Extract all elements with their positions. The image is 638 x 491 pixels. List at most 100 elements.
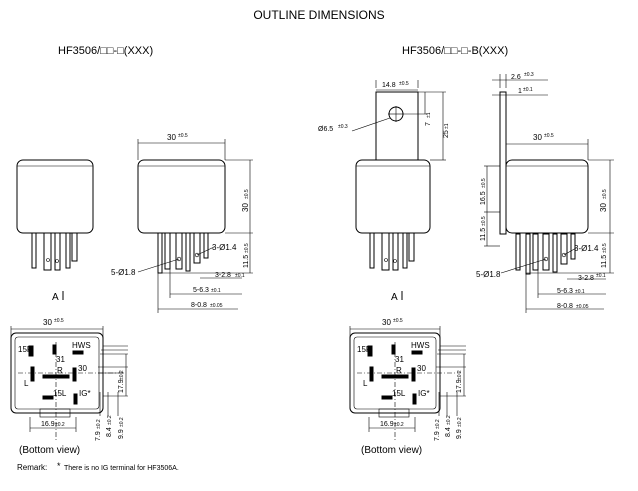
thick-value: 2.6: [511, 74, 521, 81]
bracket-7-value: 7: [425, 122, 432, 126]
dim-pin-length-tol: ±0.5: [244, 243, 250, 253]
bracket-hole-value: Ø6.5: [318, 126, 333, 133]
terminal-pin: [175, 232, 183, 270]
pin-hole: [384, 258, 388, 262]
dim-165-value: 16.5: [480, 191, 487, 205]
pin-hole: [176, 256, 182, 262]
terminal-pin: [402, 232, 408, 269]
thick-tol: ±0.3: [524, 72, 534, 78]
terminal-l: [369, 366, 374, 382]
terminal-r: [381, 374, 409, 379]
terminal-31: [52, 344, 57, 355]
right-model-label: HF3506/□□-□-B(XXX): [402, 45, 508, 57]
dim-pin-c: 5-6.3: [193, 287, 209, 294]
bottom-v2-value: 8.4: [106, 427, 113, 437]
right-front-view: 2.6 ±0.3 1 ±0.1 30 ±0.5 16.5 ±0.5 11.5 ±…: [476, 72, 614, 313]
bottom-v3-tol: ±0.2: [457, 417, 463, 427]
terminal-pin: [193, 232, 201, 264]
terminal-ig: [412, 393, 417, 405]
bottom-v3-tol: ±0.2: [119, 417, 125, 427]
dim-height-tol: ±0.5: [244, 189, 250, 199]
dim-pin-b: 3-2.8: [215, 272, 231, 279]
bottom-view-caption: (Bottom view): [19, 445, 80, 456]
offset-value: 1: [518, 88, 522, 95]
bracket-hole-tol: ±0.3: [338, 124, 348, 130]
bottom-v4-tol: ±0.2: [457, 370, 463, 380]
bottom-v1-value: 7.9: [95, 431, 102, 441]
terminal-r: [42, 374, 70, 379]
terminal-label: 15L: [392, 389, 406, 398]
terminal-label: L: [363, 379, 368, 388]
terminal-label: 30: [78, 364, 87, 373]
terminal-30: [72, 367, 77, 382]
dim-pin-a: 3-Ø1.4: [212, 243, 237, 252]
dim-hole: 5-Ø1.8: [476, 270, 501, 279]
drawing-title: OUTLINE DIMENSIONS: [253, 8, 384, 22]
dim-pin-b: 3-2.8: [578, 275, 594, 282]
terminal-pin: [525, 233, 531, 275]
leader-line: [196, 246, 215, 256]
dim-pin-length-left-tol: ±0.5: [481, 216, 487, 226]
dim-height-tol: ±0.5: [602, 189, 608, 199]
mounting-bracket: [375, 91, 419, 160]
bottom-v2-tol: ±0.2: [446, 415, 452, 425]
dim-width-tol: ±0.5: [178, 133, 188, 139]
terminal-label: IG*: [79, 389, 91, 398]
bottom-inner-value: 16.9: [41, 421, 55, 428]
dim-pin-length-left-value: 11.5: [480, 228, 487, 241]
bottom-v4-tol: ±0.2: [119, 370, 125, 380]
terminal-pin: [43, 232, 52, 271]
terminal-pin: [31, 232, 37, 269]
pin-hole: [194, 252, 200, 258]
terminal-pin: [570, 233, 576, 260]
dim-pin-d-tol: ±0.05: [576, 304, 589, 310]
bottom-v1-tol: ±0.2: [96, 419, 102, 429]
terminal-pin: [54, 232, 61, 271]
bottom-v1-tol: ±0.2: [435, 419, 441, 429]
dim-hole: 5-Ø1.8: [111, 268, 136, 277]
terminal-15r: [367, 345, 373, 357]
bottom-v2-tol: ±0.2: [107, 415, 113, 425]
bracket-w-tol: ±0.5: [399, 81, 409, 87]
bottom-tab: [39, 408, 71, 418]
dim-width-value: 30: [167, 133, 176, 142]
dim-pin-b-tol: ±0.1: [235, 273, 245, 279]
terminal-15r: [28, 345, 34, 357]
dim-pin-c-tol: ±0.1: [575, 289, 585, 295]
relay-body-side: [16, 159, 94, 234]
bottom-v4-value: 17.9: [456, 379, 463, 393]
terminal-hws: [72, 350, 84, 355]
view-a-label: A: [52, 292, 59, 303]
terminal-pin: [71, 232, 78, 262]
terminal-15l: [381, 395, 393, 400]
bottom-v4-value: 17.9: [118, 379, 125, 393]
terminal-label: 31: [395, 355, 404, 364]
terminal-l: [30, 366, 35, 382]
bottom-width-tol: ±0.5: [54, 318, 64, 324]
dim-width-tol: ±0.5: [544, 133, 554, 139]
dim-width-value: 30: [533, 133, 542, 142]
left-bottom-view: 30 ±0.5 15R HWS 31 R 30 L 15L IG*: [10, 318, 128, 456]
terminal-31: [391, 344, 396, 355]
terminal-pin: [552, 233, 558, 273]
terminal-hws: [411, 350, 423, 355]
bottom-width-tol: ±0.5: [393, 318, 403, 324]
bottom-v2-value: 8.4: [445, 427, 452, 437]
terminal-pin: [560, 233, 568, 265]
bottom-inner-tol: ±0.2: [55, 422, 65, 428]
remark: Remark: * There is no IG terminal for HF…: [17, 461, 179, 472]
remark-text: There is no IG terminal for HF3506A.: [64, 465, 179, 472]
left-front-view: 30 ±0.5 30 ±0.5 11.5 ±0.5 3-Ø1.4 3-2.8 ±…: [111, 133, 253, 313]
leader-line: [563, 247, 577, 256]
terminal-label: 15L: [53, 389, 67, 398]
pin-hole: [393, 259, 397, 263]
terminal-label: 31: [56, 355, 65, 364]
terminal-pin: [65, 232, 71, 269]
dim-pin-length-right-tol: ±0.5: [602, 243, 608, 253]
dim-height-value: 30: [241, 203, 250, 212]
bottom-v1-value: 7.9: [434, 431, 441, 441]
leader-line: [500, 258, 547, 274]
terminal-ig: [73, 393, 78, 405]
dim-pin-d: 8-0.8: [191, 302, 207, 309]
right-variant: 14.8 ±0.5 Ø6.5 ±0.3 7 ±1 25 ±1 A: [318, 72, 614, 456]
